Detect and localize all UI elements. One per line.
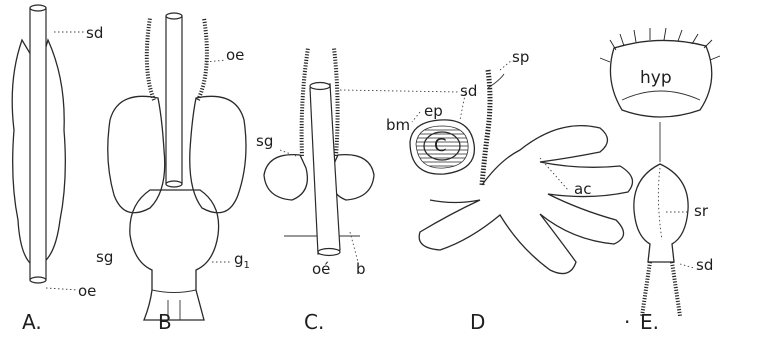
salivary-gland-c-left — [264, 155, 307, 200]
label-sd-a: sd — [86, 26, 103, 41]
oesophagus-b — [166, 16, 182, 184]
label-oe-a: oe — [78, 284, 96, 299]
label-ep-d: ep — [424, 104, 443, 119]
salivary-reservoir — [634, 164, 688, 262]
salivary-gland-b-left — [108, 96, 165, 212]
label-sr-e: sr — [694, 204, 708, 219]
label-sd-e: sd — [696, 258, 713, 273]
label-oe-b: oe — [226, 48, 244, 63]
label-c-d: C — [434, 137, 447, 155]
label-b-c: b — [356, 262, 366, 277]
panel-letter-e-mark: · — [624, 312, 630, 332]
label-sp-d: sp — [512, 50, 529, 65]
label-bm-d: bm — [386, 118, 410, 133]
label-sg-a: sg — [96, 250, 113, 265]
label-oe-c: oé — [312, 262, 330, 277]
oesophagus-a — [30, 8, 46, 280]
label-sd-shared: sd — [460, 84, 477, 99]
label-ac-d: ac — [574, 182, 591, 197]
panel-letter-b: B — [158, 312, 172, 332]
label-sg-c: sg — [256, 134, 273, 149]
label-g1-subscript: 1 — [244, 260, 250, 271]
panel-letter-d: D — [470, 312, 485, 332]
panel-a-drawing — [12, 5, 84, 290]
salivary-gland-b-right — [190, 96, 246, 212]
oesophagus-c — [310, 84, 340, 254]
panel-letter-a: A. — [22, 312, 42, 332]
panel-letter-e: E. — [640, 312, 659, 332]
panel-d-drawing — [410, 60, 633, 274]
label-g1-b: g1 — [234, 252, 250, 271]
label-hyp-e: hyp — [640, 70, 672, 87]
panel-letter-c: C. — [304, 312, 324, 332]
